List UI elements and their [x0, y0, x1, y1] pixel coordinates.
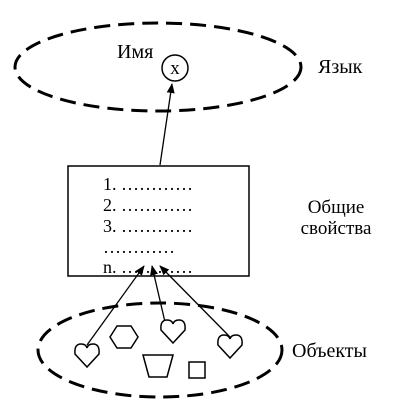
object-arrow-3	[159, 265, 231, 338]
variable-circle	[161, 54, 189, 82]
variable-symbol: x	[170, 58, 180, 79]
object-arrow-2	[150, 265, 166, 323]
properties-label-line2: свойства	[301, 218, 372, 239]
heart-shape	[160, 319, 186, 345]
heart-shape	[74, 343, 100, 369]
objects-label: Объекты	[292, 340, 367, 362]
objects-ellipse	[36, 301, 284, 399]
properties-label-line1: Общие	[308, 197, 365, 218]
trapezoid-shape	[142, 354, 174, 378]
property-item-4: …………	[103, 237, 175, 257]
name-label: Имя	[117, 41, 153, 63]
box-to-variable-arrow	[159, 83, 175, 166]
properties-box	[67, 165, 250, 277]
property-item-2: 2. …………	[103, 195, 193, 215]
property-item-1: 1. …………	[103, 174, 193, 194]
property-item-n: n. …………	[103, 257, 193, 277]
square-shape	[188, 361, 206, 379]
property-item-3: 3. …………	[103, 216, 193, 236]
language-ellipse	[13, 21, 303, 113]
heart-shape	[217, 334, 243, 360]
hexagon-shape	[109, 325, 139, 349]
language-label: Язык	[318, 56, 363, 78]
